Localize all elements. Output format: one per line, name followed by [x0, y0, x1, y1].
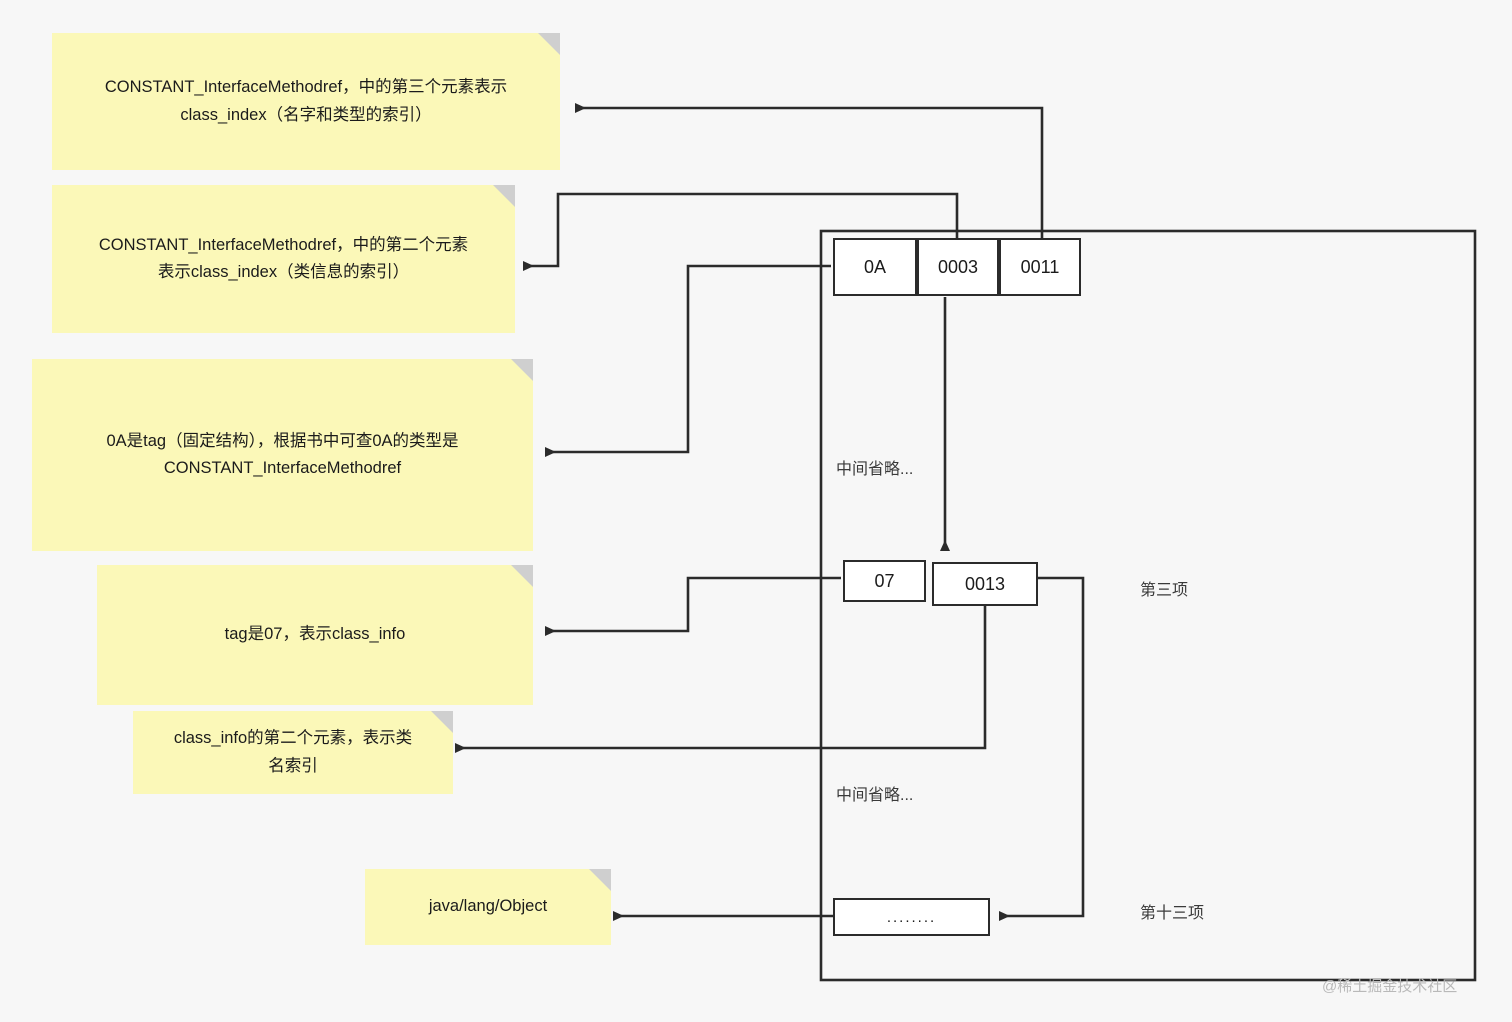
label-omitted-bottom: 中间省略... — [836, 787, 914, 804]
label-omitted-top: 中间省略... — [836, 461, 914, 478]
note-class-info-second: class_info的第二个元素，表示类 名索引 — [133, 711, 453, 794]
note-fold-corner-icon — [538, 33, 560, 55]
note-text: tag是07，表示class_info — [224, 625, 406, 644]
outer-container-rect — [819, 229, 1477, 982]
cell-0a: 0A — [833, 238, 917, 296]
note-text: java/lang/Object — [428, 897, 548, 916]
note-java-lang-object: java/lang/Object — [365, 869, 611, 945]
connector-0013-to-ellipsis — [999, 576, 1085, 921]
note-text: CONSTANT_InterfaceMethodref，中的第三个元素表示 cl… — [104, 78, 508, 124]
connector-to-note-third-element — [575, 103, 1044, 240]
cell-0013: 0013 — [932, 562, 1038, 606]
note-text: class_info的第二个元素，表示类 名索引 — [173, 729, 413, 775]
note-tag-0a: 0A是tag（固定结构），根据书中可查0A的类型是 CONSTANT_Inter… — [32, 359, 533, 551]
label-item-thirteenth: 第十三项 — [1140, 905, 1205, 922]
note-fold-corner-icon — [493, 185, 515, 207]
note-tag-07: tag是07，表示class_info — [97, 565, 533, 705]
note-constant-second-element: CONSTANT_InterfaceMethodref，中的第二个元素 表示cl… — [52, 185, 515, 333]
cell-0003: 0003 — [917, 238, 999, 296]
cell-07: 07 — [843, 560, 926, 602]
note-text: CONSTANT_InterfaceMethodref，中的第二个元素 表示cl… — [98, 235, 469, 281]
note-fold-corner-icon — [589, 869, 611, 891]
note-fold-corner-icon — [511, 565, 533, 587]
note-text: 0A是tag（固定结构），根据书中可查0A的类型是 CONSTANT_Inter… — [106, 431, 459, 477]
label-item-third: 第三项 — [1140, 582, 1189, 599]
connector-to-note-tag-07 — [545, 576, 841, 636]
cell-0011: 0011 — [999, 238, 1081, 296]
note-constant-third-element: CONSTANT_InterfaceMethodref，中的第三个元素表示 cl… — [52, 33, 560, 170]
cell-ellipsis: ........ — [833, 898, 990, 936]
connector-to-note-class-info-second — [455, 603, 987, 753]
watermark: @稀土掘金技术社区 — [1322, 978, 1458, 995]
note-fold-corner-icon — [431, 711, 453, 733]
note-fold-corner-icon — [511, 359, 533, 381]
connector-to-note-tag-0a — [545, 264, 831, 457]
